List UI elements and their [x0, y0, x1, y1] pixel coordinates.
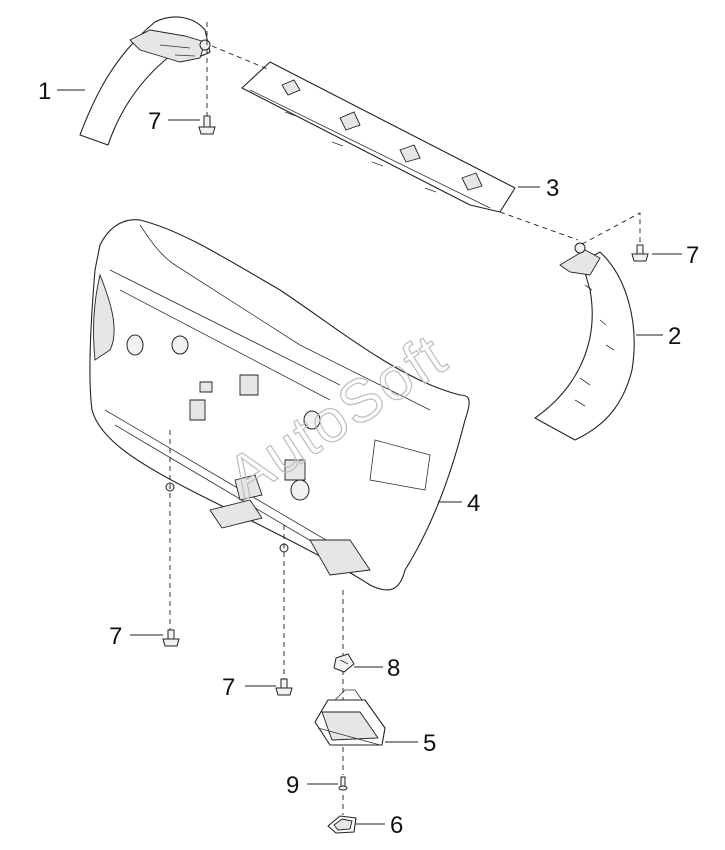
part-7-clip-d — [275, 678, 293, 696]
part-4-tailgate-trim-panel — [89, 219, 470, 591]
callout-6: 6 — [390, 812, 403, 839]
part-6-plate — [327, 815, 357, 834]
callout-7-a: 7 — [148, 108, 161, 135]
callout-2: 2 — [668, 323, 681, 350]
part-2-right-side-trim — [534, 242, 635, 441]
part-3-upper-center-trim — [241, 61, 516, 213]
part-7-clip-b — [631, 244, 649, 262]
callout-9: 9 — [286, 772, 299, 799]
callout-1: 1 — [38, 78, 51, 105]
callout-8: 8 — [387, 655, 400, 682]
leader-lines — [57, 89, 682, 825]
callout-7-c: 7 — [109, 623, 122, 650]
callout-7-b: 7 — [686, 242, 699, 269]
callout-7-d: 7 — [222, 674, 235, 701]
callout-3: 3 — [546, 175, 559, 202]
callout-4: 4 — [467, 490, 480, 517]
part-7-clip-c — [162, 629, 180, 647]
part-9-screw — [338, 776, 348, 791]
assembly-lines — [169, 22, 641, 815]
callout-5: 5 — [423, 730, 436, 757]
part-8-clip — [333, 653, 355, 673]
callout-labels: 1 7 3 7 2 4 7 7 8 5 9 6 — [38, 78, 699, 839]
part-7-clip-a — [198, 115, 216, 135]
part-5-switch-housing — [314, 689, 386, 746]
part-1-left-side-trim — [79, 16, 211, 146]
